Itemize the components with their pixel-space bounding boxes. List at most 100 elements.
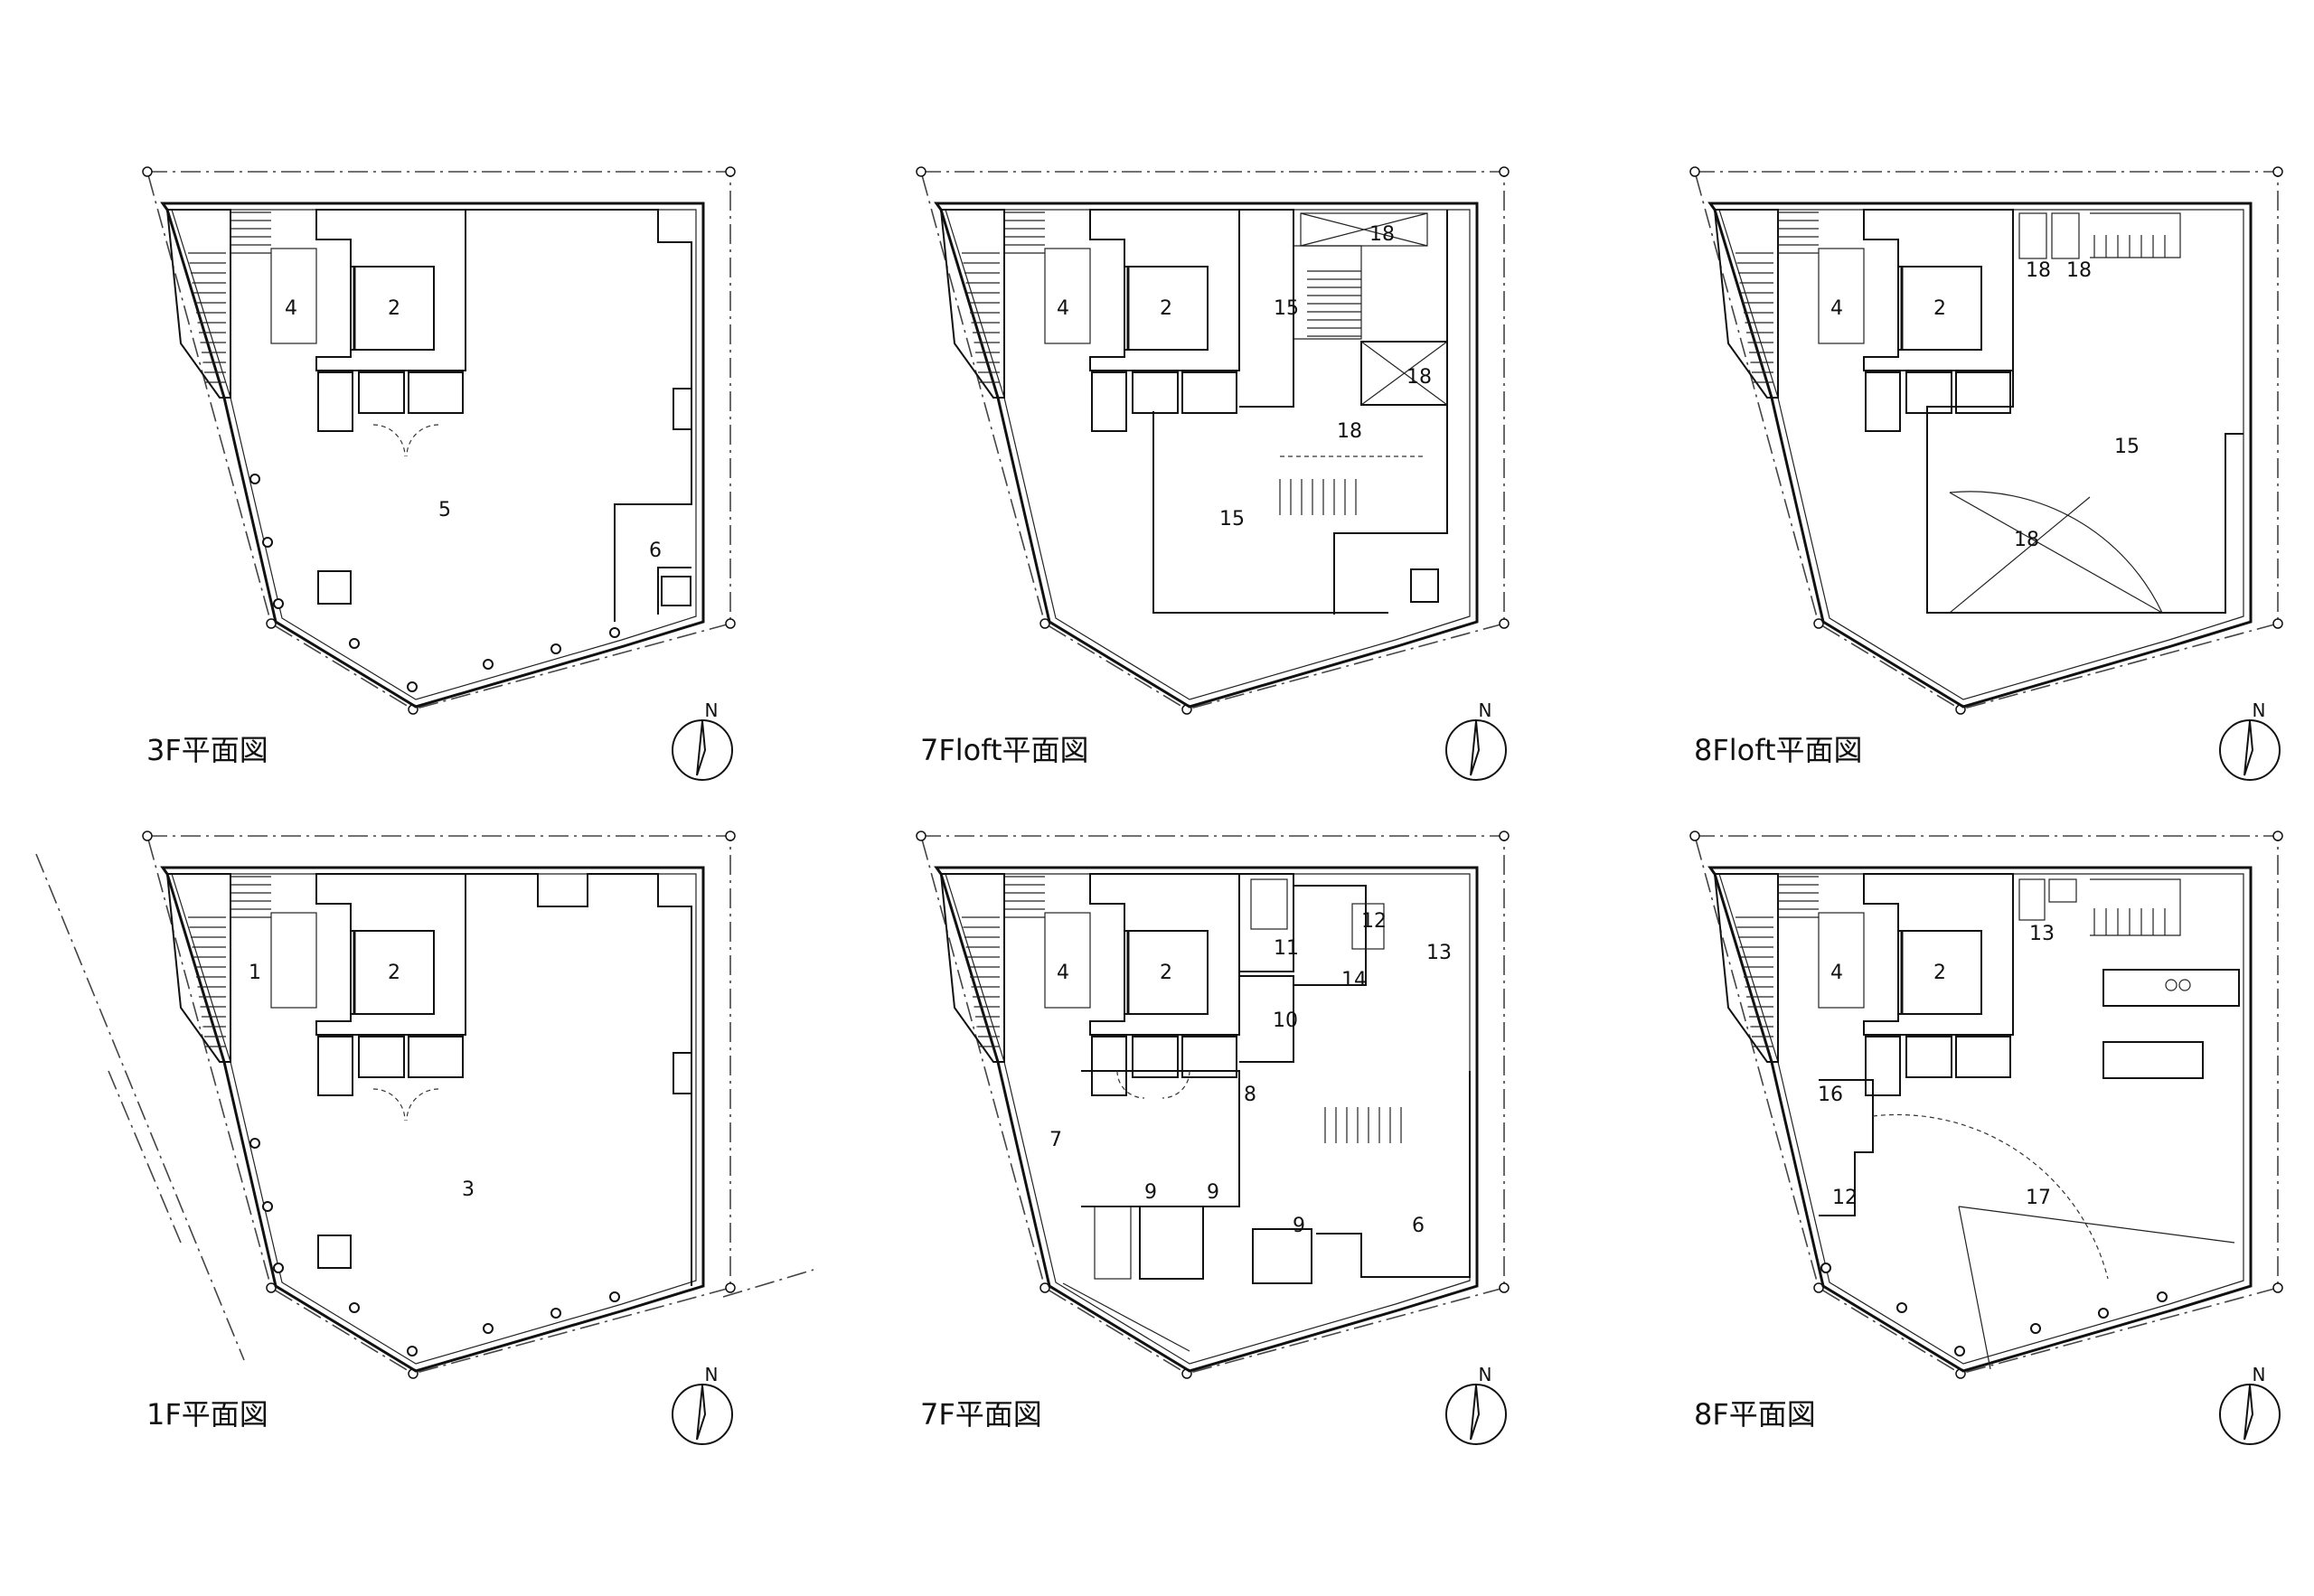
site-marker xyxy=(916,166,927,177)
site-boundary xyxy=(919,171,1505,710)
site-marker xyxy=(266,1282,277,1293)
core-2-outline xyxy=(1089,209,1240,371)
core-2-inner xyxy=(1897,930,1982,1015)
room-number: 2 xyxy=(1933,962,1946,984)
site-marker xyxy=(1813,618,1824,629)
room-4-outline xyxy=(1044,912,1091,1009)
site-marker xyxy=(1499,618,1510,629)
plan-title: 7F平面図 xyxy=(920,1397,1042,1432)
cupboard xyxy=(1865,371,1901,432)
door-swing xyxy=(1162,1070,1190,1099)
floor-line xyxy=(1958,1206,2235,1244)
street-line xyxy=(722,1269,814,1298)
site-marker xyxy=(1689,166,1700,177)
room-number: 6 xyxy=(649,540,662,562)
room-number: 11 xyxy=(1274,937,1299,960)
room-4-outline xyxy=(1818,248,1865,344)
sink xyxy=(2048,878,2077,903)
room-number: 6 xyxy=(1412,1215,1425,1237)
door-swing xyxy=(372,1088,406,1122)
window-post xyxy=(483,1323,494,1334)
north-label: N xyxy=(1479,1364,1492,1385)
bathtub xyxy=(1250,878,1288,930)
window-post xyxy=(609,627,620,638)
site-marker xyxy=(916,831,927,841)
site-boundary xyxy=(146,171,731,710)
room-10-wall xyxy=(1239,975,1294,1063)
wall-niche xyxy=(673,388,691,430)
site-boundary xyxy=(1693,835,2279,1375)
site-marker xyxy=(1499,166,1510,177)
cupboard xyxy=(1955,1036,2011,1078)
window-post xyxy=(407,681,418,692)
living-arc xyxy=(1872,1113,2109,1280)
window-post xyxy=(2157,1291,2168,1302)
door-swing xyxy=(406,424,439,457)
core-2-inner xyxy=(350,266,435,351)
site-marker xyxy=(2272,166,2283,177)
skylight-diag xyxy=(1300,212,1428,247)
site-marker xyxy=(1039,1282,1050,1293)
core-2-outline xyxy=(1089,873,1240,1036)
north-arrow-circle xyxy=(2219,719,2281,781)
room-number: 5 xyxy=(438,499,451,521)
window-post xyxy=(273,598,284,609)
kitchen-counter xyxy=(2102,969,2240,1007)
building-outline xyxy=(160,202,705,709)
core-2-inner xyxy=(1897,266,1982,351)
plan-title: 7Floft平面図 xyxy=(920,733,1089,767)
room-number: 18 xyxy=(1337,420,1362,443)
building-inner-outline xyxy=(171,873,697,1365)
room-number: 10 xyxy=(1273,1009,1298,1032)
room-number: 9 xyxy=(1293,1215,1305,1237)
cupboard xyxy=(1905,371,1952,414)
north-label: N xyxy=(2253,1364,2266,1385)
site-marker xyxy=(1689,831,1700,841)
north-arrow-circle xyxy=(672,719,733,781)
wall-niche xyxy=(657,567,691,615)
window-post xyxy=(550,1308,561,1319)
room-number: 2 xyxy=(1933,297,1946,320)
plan-title: 8Floft平面図 xyxy=(1694,733,1863,767)
interior-wall xyxy=(466,873,692,1286)
interior-wall xyxy=(1316,1071,1471,1278)
cupboard xyxy=(358,1036,405,1078)
room-4-outline xyxy=(270,912,317,1009)
skylight-diag xyxy=(1360,341,1448,406)
stove-burner xyxy=(2165,979,2178,991)
plan-title: 8F平面図 xyxy=(1694,1397,1816,1432)
stair-well xyxy=(1293,245,1362,340)
room-number: 16 xyxy=(1818,1084,1843,1106)
stair-well xyxy=(2090,878,2181,936)
north-arrow-circle xyxy=(1445,1384,1507,1445)
stair-well xyxy=(2090,212,2181,258)
room-number: 2 xyxy=(388,962,400,984)
street-line xyxy=(35,853,245,1361)
room-number: 4 xyxy=(1830,962,1843,984)
north-arrow-needle xyxy=(2243,1385,2254,1441)
wall-niche xyxy=(673,1052,691,1094)
north-arrow-needle xyxy=(1470,720,1481,776)
room-number: 13 xyxy=(2029,923,2055,945)
cupboard xyxy=(1905,1036,1952,1078)
site-marker xyxy=(1039,618,1050,629)
window-post xyxy=(1896,1302,1907,1313)
room-number: 3 xyxy=(462,1178,475,1201)
building-outline xyxy=(1707,202,2253,709)
closet xyxy=(1139,1206,1204,1280)
toilet xyxy=(2018,878,2046,921)
cupboard xyxy=(358,371,405,414)
north-arrow-needle xyxy=(2243,720,2254,776)
room-4-outline xyxy=(1044,248,1091,344)
skylight xyxy=(2018,212,2047,259)
north-arrow-circle xyxy=(1445,719,1507,781)
cupboard xyxy=(1091,1036,1127,1096)
building-inner-outline xyxy=(171,209,697,700)
room-number: 18 xyxy=(2026,259,2051,282)
room-number: 2 xyxy=(1160,962,1172,984)
closet xyxy=(1094,1206,1132,1280)
